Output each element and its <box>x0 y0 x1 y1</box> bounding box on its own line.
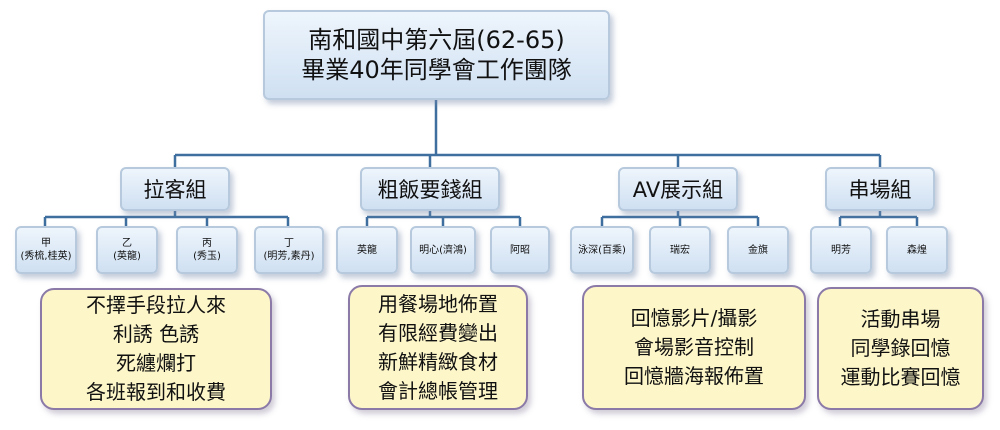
member-name: 森煌 <box>907 244 927 256</box>
task-line: 回憶影片/攝影 <box>630 306 758 330</box>
root-title-line-2: 畢業40年同學會工作團隊 <box>301 56 572 84</box>
member-box: 甲 (秀梳,桂英) <box>15 226 77 274</box>
member-box: 泳深(百乘) <box>570 226 634 274</box>
member-name: 丙 <box>202 238 212 249</box>
member-name: 丁 <box>284 238 294 249</box>
member-box: 乙 (英龍) <box>96 226 158 274</box>
member-detail: (英龍) <box>113 251 141 262</box>
task-line: 有限經費變出 <box>378 320 498 345</box>
root-title-line-1: 南和國中第六屆(62-65) <box>308 26 565 54</box>
member-name: 乙 <box>122 238 132 249</box>
group-label: 拉客組 <box>143 178 207 202</box>
task-line: 運動比賽回憶 <box>840 365 961 389</box>
task-line: 活動串場 <box>860 307 941 331</box>
group-label: AV展示組 <box>632 178 724 202</box>
group-label: 粗飯要錢組 <box>377 178 483 202</box>
member-box: 森煌 <box>886 226 948 274</box>
member-detail: (秀梳,桂英) <box>20 251 72 262</box>
task-line: 不擇手段拉人來 <box>86 293 226 317</box>
member-detail: (秀玉) <box>193 251 221 262</box>
group-label: 串場組 <box>848 178 912 202</box>
member-box: 英龍 <box>336 226 398 274</box>
member-name: 泳深(百乘) <box>578 244 626 256</box>
member-box: 明芳 <box>810 226 872 274</box>
task-line: 利誘 色誘 <box>112 322 200 346</box>
group-box-emcee: 串場組 <box>825 167 935 211</box>
org-root-box: 南和國中第六屆(62-65) 畢業40年同學會工作團隊 <box>263 10 610 100</box>
member-detail: (明芳,素丹) <box>263 251 315 262</box>
task-line: 死纏爛打 <box>116 351 196 375</box>
task-note-emcee: 活動串場 同學錄回憶 運動比賽回憶 <box>817 287 984 410</box>
member-name: 明心(濟鴻) <box>419 244 467 256</box>
task-line: 各班報到和收費 <box>86 380 226 404</box>
task-note-catering: 用餐場地佈置 有限經費變出 新鮮精緻食材 會計總帳管理 <box>348 285 528 410</box>
member-box: 丙 (秀玉) <box>176 226 238 274</box>
task-line: 會場影音控制 <box>634 335 754 359</box>
group-box-recruit: 拉客組 <box>120 167 230 211</box>
task-note-recruit: 不擇手段拉人來 利誘 色誘 死纏爛打 各班報到和收費 <box>40 288 272 410</box>
member-box: 明心(濟鴻) <box>410 226 476 274</box>
member-name: 阿昭 <box>510 244 530 256</box>
member-name: 瑞宏 <box>670 244 690 256</box>
member-name: 金旗 <box>748 244 768 256</box>
group-box-catering: 粗飯要錢組 <box>360 167 500 211</box>
task-line: 回憶牆海報佈置 <box>624 364 764 388</box>
task-line: 同學錄回憶 <box>850 336 951 360</box>
member-name: 甲 <box>41 238 51 249</box>
task-line: 用餐場地佈置 <box>378 291 498 316</box>
member-name: 英龍 <box>357 244 377 256</box>
member-name: 明芳 <box>831 244 851 256</box>
task-line: 會計總帳管理 <box>378 378 498 403</box>
group-box-av: AV展示組 <box>618 167 738 211</box>
member-box: 瑞宏 <box>649 226 711 274</box>
member-box: 金旗 <box>727 226 789 274</box>
task-line: 新鮮精緻食材 <box>378 349 498 374</box>
task-note-av: 回憶影片/攝影 會場影音控制 回憶牆海報佈置 <box>582 285 806 410</box>
member-box: 阿昭 <box>490 226 550 274</box>
member-box: 丁 (明芳,素丹) <box>254 226 324 274</box>
